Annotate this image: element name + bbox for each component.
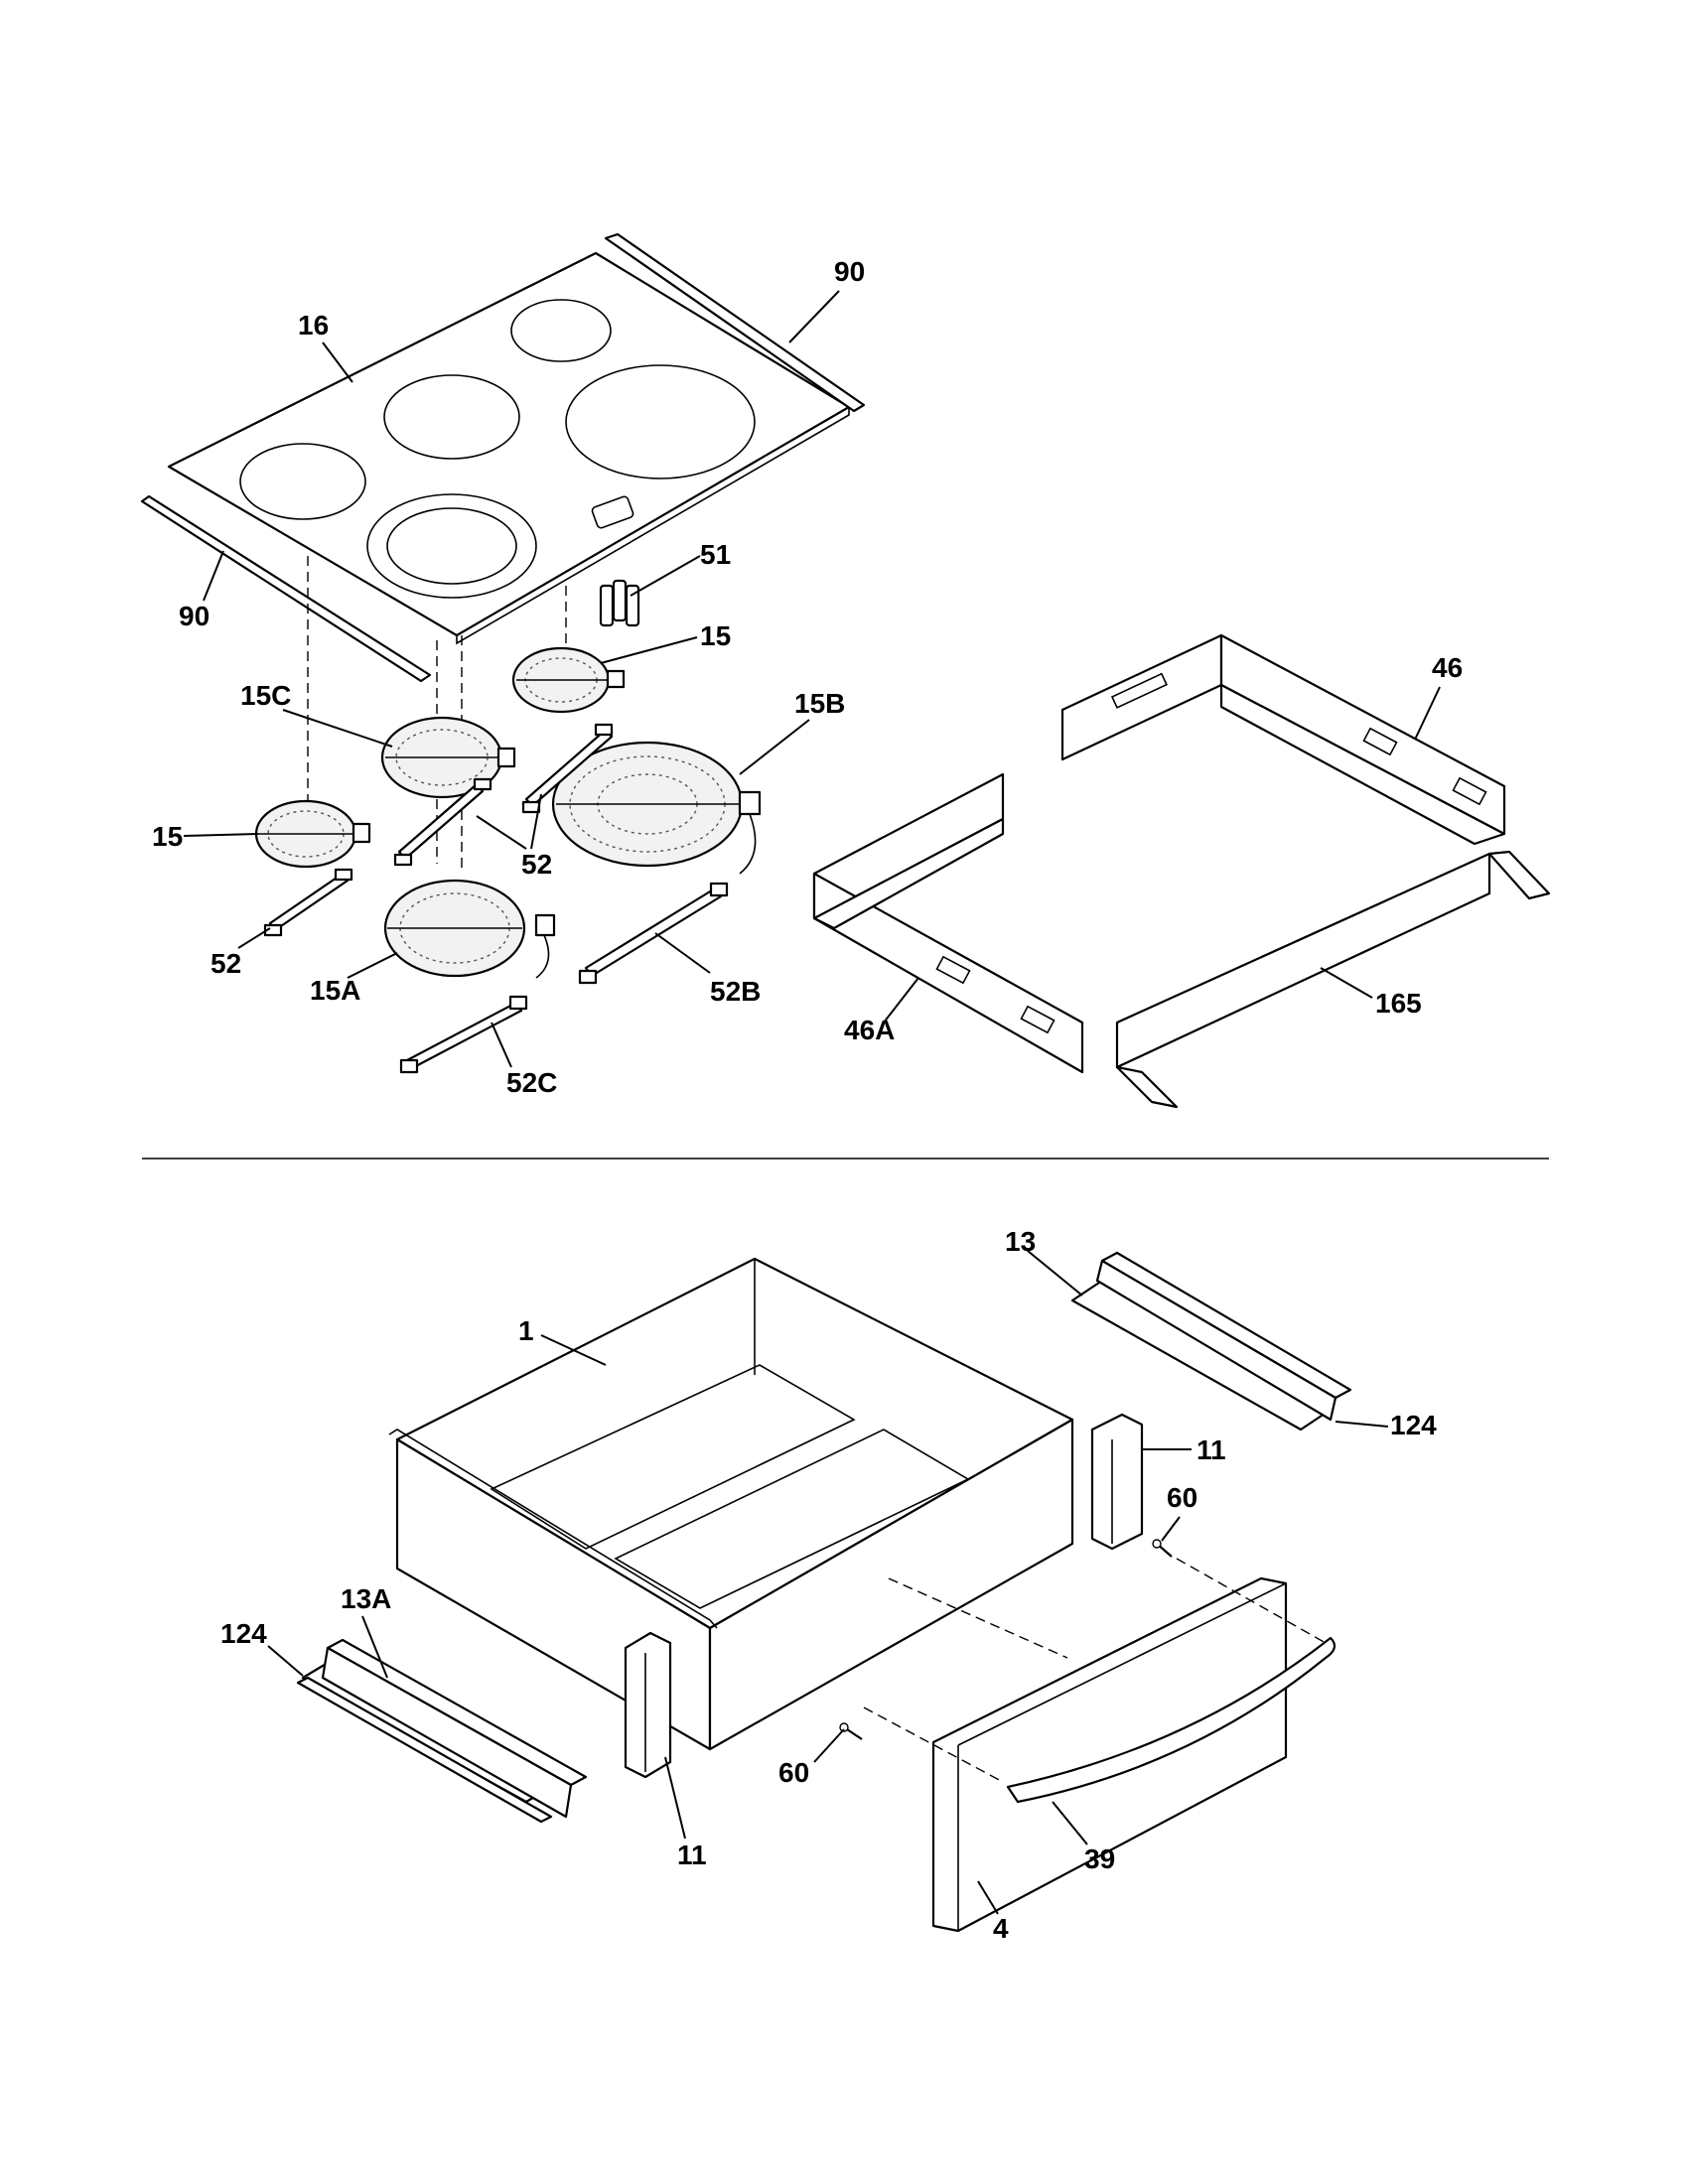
trim-strip-front: [140, 494, 432, 683]
slide-support-left: [624, 1631, 672, 1779]
callout-15B: 15B: [739, 688, 845, 775]
wire-harness-52-mid: [521, 723, 614, 814]
svg-text:15A: 15A: [310, 975, 360, 1006]
slide-rail-left: [296, 1676, 553, 1824]
callout-11-right: 11: [1142, 1434, 1226, 1465]
callout-15A: 15A: [310, 952, 398, 1006]
screw-right: [1152, 1539, 1173, 1558]
callout-52-mid: 52: [476, 793, 552, 880]
drawer-slide-left: [301, 1638, 588, 1819]
wire-harness-52B: [578, 882, 729, 985]
callout-90-left: 90: [179, 550, 224, 631]
callout-60-right: 60: [1161, 1482, 1197, 1542]
callout-11-left: 11: [664, 1756, 707, 1870]
callout-15C: 15C: [240, 680, 393, 748]
svg-text:16: 16: [298, 310, 329, 341]
screw-left: [839, 1722, 863, 1740]
drawer-handle: [1006, 1636, 1336, 1804]
radiant-element-small-left: [254, 799, 371, 869]
glass-cooktop: [167, 251, 851, 645]
svg-text:60: 60: [778, 1757, 809, 1788]
wire-harness-52-upper: [393, 777, 492, 867]
svg-text:52C: 52C: [506, 1067, 557, 1098]
radiant-element-15C: [380, 716, 516, 799]
callout-1: 1: [518, 1315, 607, 1366]
svg-text:13: 13: [1005, 1226, 1036, 1257]
svg-text:11: 11: [1196, 1434, 1226, 1465]
callout-52-left: 52: [211, 927, 271, 979]
support-bracket-rear: [1060, 633, 1506, 846]
svg-text:15B: 15B: [794, 688, 845, 719]
callout-15-top: 15: [600, 620, 731, 664]
callout-16: 16: [298, 310, 353, 383]
svg-text:60: 60: [1167, 1482, 1197, 1513]
trim-strip-back: [604, 232, 866, 413]
svg-text:51: 51: [700, 539, 731, 570]
wire-harness-52C: [399, 995, 528, 1074]
svg-text:15: 15: [152, 821, 183, 852]
callout-13A: 13A: [341, 1583, 391, 1679]
svg-text:15: 15: [700, 620, 731, 651]
cross-rail: [1115, 850, 1551, 1109]
callout-46A: 46A: [844, 977, 919, 1045]
drawer-slide-right: [1070, 1251, 1352, 1432]
svg-text:165: 165: [1375, 988, 1422, 1019]
svg-text:52: 52: [521, 849, 552, 880]
svg-text:124: 124: [220, 1618, 267, 1649]
svg-text:52: 52: [211, 948, 241, 979]
slide-support-right: [1090, 1413, 1144, 1551]
svg-text:90: 90: [179, 601, 210, 631]
radiant-element-15B: [551, 741, 762, 875]
callout-15-left: 15: [152, 821, 259, 852]
callout-124-left: 124: [220, 1618, 304, 1677]
callout-52C: 52C: [491, 1022, 557, 1098]
callout-4: 4: [977, 1880, 1009, 1944]
callout-52B: 52B: [654, 932, 761, 1007]
radiant-element-small-top: [511, 646, 626, 714]
terminal-block: [599, 579, 640, 627]
svg-text:46: 46: [1432, 652, 1463, 683]
alignment-lines-drawer: [863, 1558, 1327, 1783]
callout-90-top: 90: [788, 256, 865, 343]
svg-text:124: 124: [1390, 1410, 1437, 1440]
wire-harness-52-left: [263, 868, 353, 937]
callout-51: 51: [630, 539, 731, 597]
callout-39: 39: [1052, 1801, 1115, 1874]
radiant-element-15A: [383, 879, 556, 979]
callout-60-left: 60: [778, 1728, 845, 1788]
svg-text:52B: 52B: [710, 976, 761, 1007]
svg-text:15C: 15C: [240, 680, 291, 711]
drawer-front-panel: [931, 1576, 1288, 1933]
callout-165: 165: [1320, 967, 1422, 1019]
callout-13: 13: [1005, 1226, 1083, 1297]
callout-124-right: 124: [1335, 1410, 1437, 1440]
callout-46: 46: [1414, 652, 1463, 741]
svg-text:39: 39: [1084, 1843, 1115, 1874]
drawer-body: [388, 1257, 1074, 1751]
svg-text:13A: 13A: [341, 1583, 391, 1614]
support-bracket-front: [812, 772, 1084, 1074]
svg-text:1: 1: [518, 1315, 534, 1346]
svg-text:4: 4: [993, 1913, 1009, 1944]
svg-text:11: 11: [677, 1840, 707, 1870]
svg-text:90: 90: [834, 256, 865, 287]
